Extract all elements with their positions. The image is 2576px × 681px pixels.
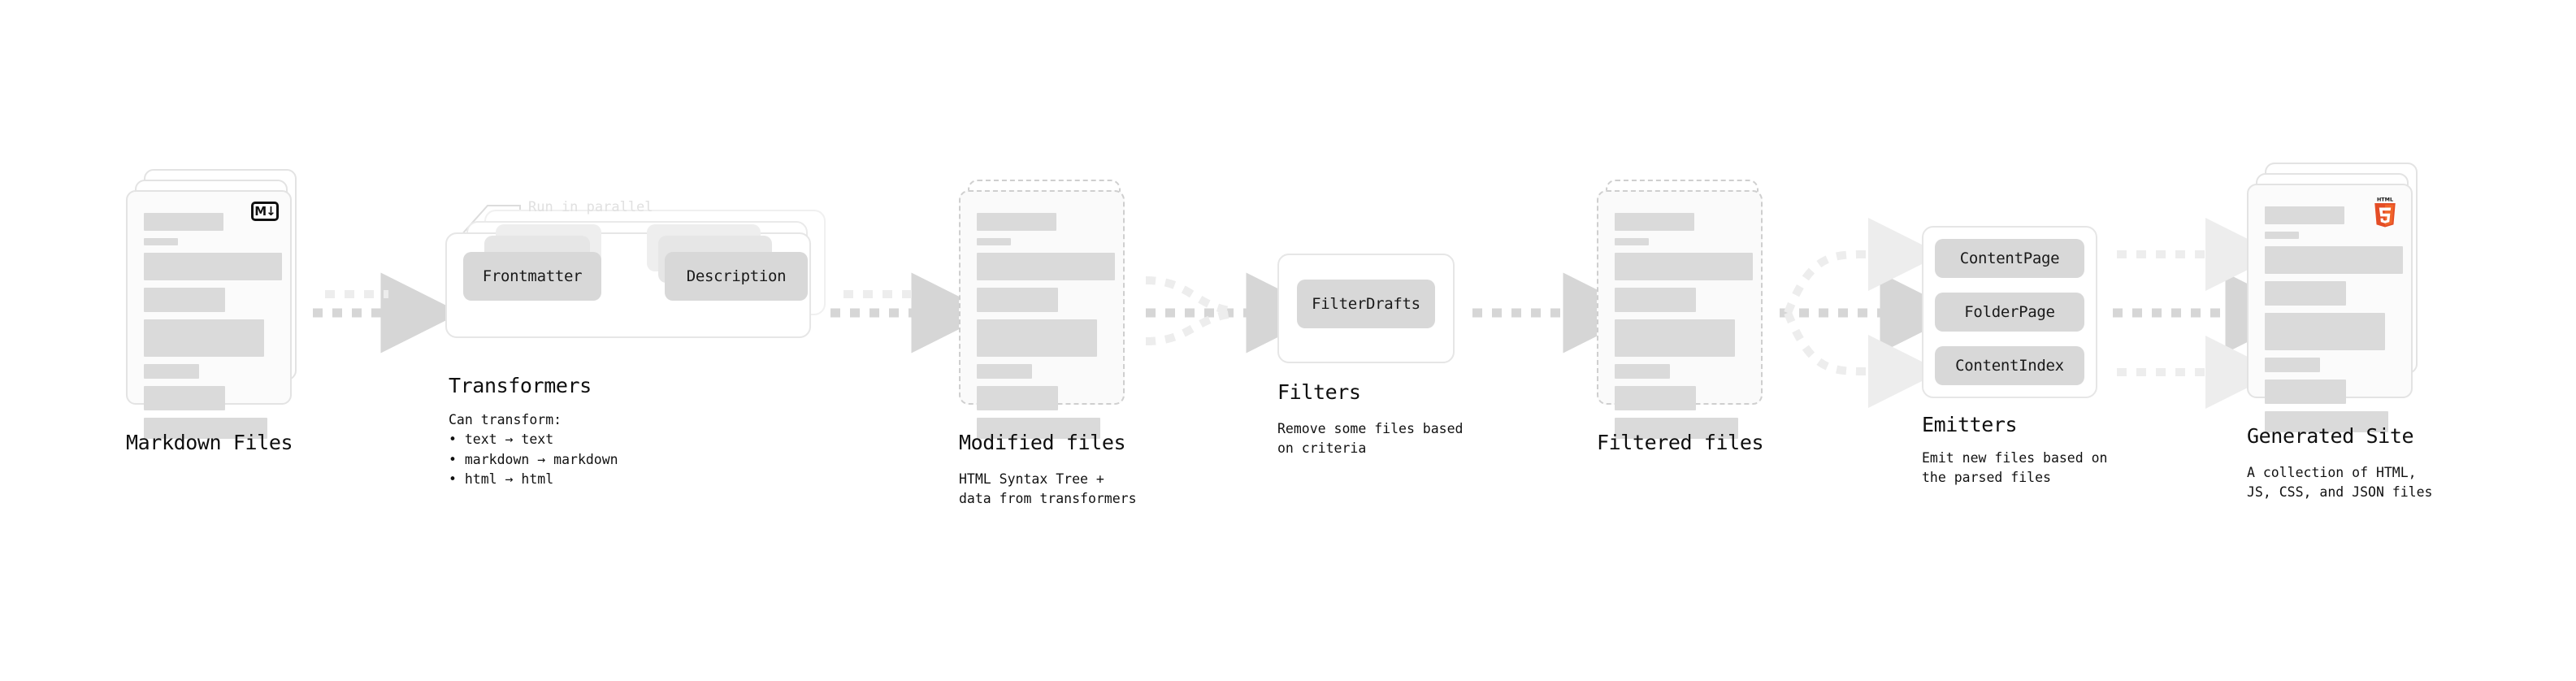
file-content-bars xyxy=(144,213,282,446)
transformer-pill-frontmatter[interactable]: Frontmatter xyxy=(463,252,601,301)
emitter-pill-folderpage[interactable]: FolderPage xyxy=(1935,293,2084,332)
stage-generated-site: HTML xyxy=(2247,163,2418,432)
label-modified-files: Modified files xyxy=(959,431,1126,454)
file-card-front: M↓ xyxy=(126,190,292,439)
desc-transformers: Can transform: • text → text • markdown … xyxy=(449,412,618,488)
stage-filters: FilterDrafts xyxy=(1277,254,1455,363)
connector-emitters-to-site xyxy=(2113,218,2306,409)
label-filtered-files: Filtered files xyxy=(1597,431,1764,454)
file-content-bars xyxy=(1615,213,1753,446)
stage-filtered-files xyxy=(1597,169,1767,439)
connector-modified-to-filters xyxy=(1145,272,1327,354)
label-transformers: Transformers xyxy=(449,374,592,397)
desc-generated-site: A collection of HTML, JS, CSS, and JSON … xyxy=(2247,465,2433,501)
stage-emitters: ContentPage FolderPage ContentIndex xyxy=(1922,226,2097,398)
note-run-in-parallel: Run in parallel xyxy=(528,199,653,215)
transformer-pill-description[interactable]: Description xyxy=(665,252,808,301)
markdown-file-stack: M↓ xyxy=(126,169,297,439)
label-emitters: Emitters xyxy=(1922,413,2018,436)
label-generated-site: Generated Site xyxy=(2247,424,2414,448)
filter-pill-filterdrafts[interactable]: FilterDrafts xyxy=(1297,280,1435,328)
modified-file-stack xyxy=(959,169,1130,439)
emitter-pill-contentpage[interactable]: ContentPage xyxy=(1935,239,2084,278)
file-card-front xyxy=(959,190,1125,439)
markdown-icon: M↓ xyxy=(251,202,279,221)
file-content-bars xyxy=(977,213,1115,446)
connector-md-to-transformers xyxy=(313,272,462,354)
stage-markdown-files: M↓ xyxy=(126,169,297,439)
svg-text:HTML: HTML xyxy=(2377,197,2393,202)
file-content-bars xyxy=(2265,206,2403,440)
label-filters: Filters xyxy=(1277,380,1361,404)
file-card-front xyxy=(1597,190,1763,439)
stage-transformers: Frontmatter Description xyxy=(445,210,827,356)
file-card-front-html: HTML xyxy=(2247,184,2413,432)
filtered-file-stack xyxy=(1597,169,1767,439)
desc-modified-files: HTML Syntax Tree + data from transformer… xyxy=(959,471,1137,507)
html5-icon: HTML xyxy=(2370,195,2400,231)
label-markdown-files: Markdown Files xyxy=(126,431,293,454)
connector-filtered-to-emitters xyxy=(1780,217,1961,409)
desc-filters: Remove some files based on criteria xyxy=(1277,421,1464,457)
generated-site-file-stack: HTML xyxy=(2247,163,2418,432)
desc-emitters: Emit new files based on the parsed files xyxy=(1922,450,2108,486)
emitter-pill-contentindex[interactable]: ContentIndex xyxy=(1935,346,2084,385)
connector-transformers-to-modified xyxy=(830,272,992,354)
stage-modified-files xyxy=(959,169,1130,439)
